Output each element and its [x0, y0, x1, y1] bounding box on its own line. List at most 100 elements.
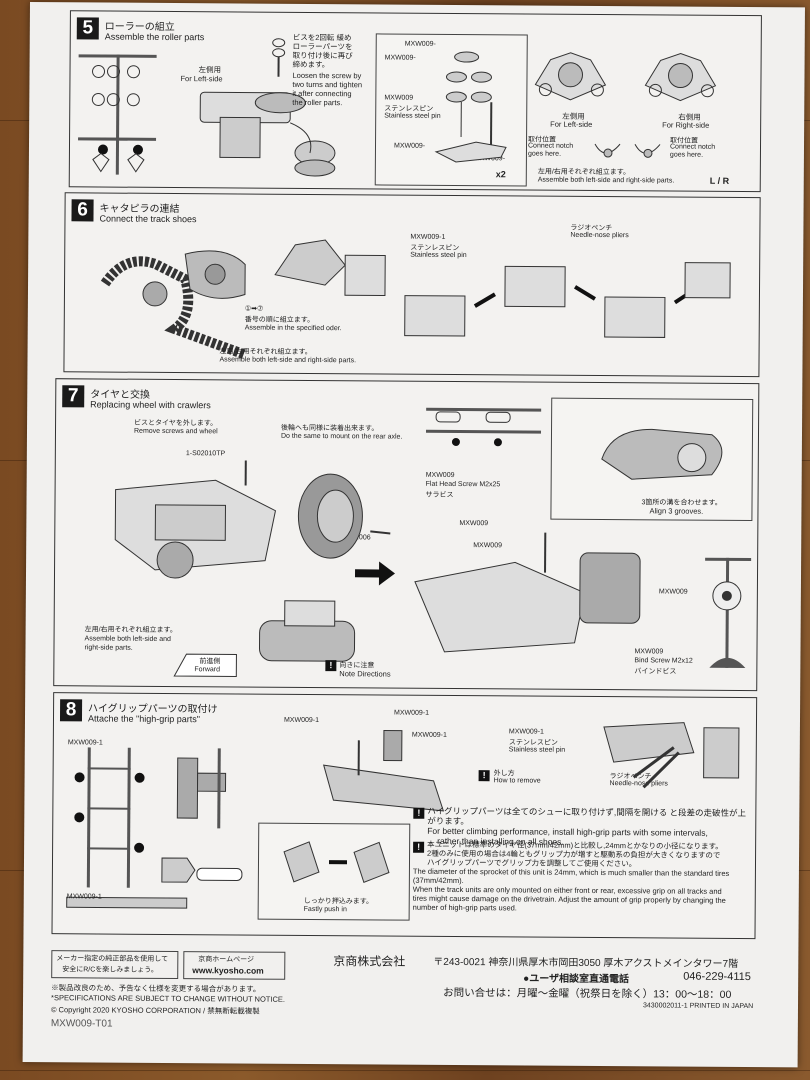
both-sides-en: Assemble both left-side and right-side p… — [537, 176, 675, 185]
part-ref: MXW009- — [404, 40, 436, 48]
screw-note-en-line: it after connecting — [292, 88, 352, 99]
screw-note-en-line: the roller parts. — [292, 97, 343, 108]
pliers-removal-illustration — [603, 722, 740, 789]
flat-screw-jp: サラビス — [425, 491, 454, 499]
track-loop-illustration — [100, 250, 247, 360]
bind-screw-en: Bind Screw M2x12 — [634, 657, 693, 665]
notch-en: Connect notch — [527, 142, 574, 150]
step-title-en: Connect the track shoes — [99, 213, 197, 225]
push-jp: しっかり押込みます。 — [303, 897, 374, 906]
step-number: 6 — [71, 199, 94, 222]
roller-stack-illustration — [434, 51, 507, 163]
right-label-en: For Right-side — [662, 120, 710, 130]
forward-en: Forward — [194, 666, 221, 674]
high-grip-sprue-illustration — [66, 747, 243, 909]
left-label-en: For Left-side — [550, 119, 593, 129]
support-hours: お問い合せは：月曜～金曜（祝祭日を除く）13：00～18：00 — [443, 986, 732, 1001]
both-sides-en: Assemble both left-side and — [84, 635, 171, 643]
both-sides-en: right-side parts. — [84, 644, 133, 652]
homepage-url[interactable]: www.kyosho.com — [192, 965, 264, 976]
parts-sprue-illustration — [426, 407, 542, 447]
warning-icon: ! — [413, 807, 425, 819]
left-side-frame-illustration — [534, 52, 607, 101]
chassis-with-wheel-illustration — [114, 460, 391, 579]
bind-screw-jp: バインドビス — [634, 668, 677, 676]
pliers-en: Needle-nose pliers — [570, 231, 629, 240]
quantity-count: x2 — [495, 169, 506, 180]
hex-adapter-illustration — [705, 557, 752, 669]
flat-screw-part-ref: MXW009 — [425, 471, 455, 479]
screw-note-jp-line: ローラーパーツを — [292, 41, 353, 52]
notch-en: goes here. — [669, 151, 704, 159]
remove-en: How to remove — [493, 777, 541, 785]
both-sides-jp: 左用/右用それぞれ組立ます。 — [219, 348, 312, 356]
genuine-parts-line: メーカー指定の純正部品を使用して — [56, 955, 169, 963]
step-title-en: Assemble the roller parts — [104, 31, 205, 43]
arrow-icon — [354, 561, 396, 586]
right-side-frame-illustration — [644, 53, 717, 102]
roller-assembly-illustration — [199, 91, 336, 177]
order-en: Assemble in the specified oder. — [244, 324, 342, 333]
rear-axle-jp: 後輪へも同様に装着出来ます。 — [281, 424, 379, 433]
homepage-label: 京商ホームページ — [198, 956, 254, 964]
bind-screw-part-ref: MXW009 — [634, 648, 664, 656]
both-sides-en: Assemble both left-side and right-side p… — [219, 356, 357, 365]
direction-en: Note Directions — [339, 669, 391, 679]
part-ref: MXW009-1 — [394, 709, 430, 717]
document-code: MXW009-T01 — [50, 1018, 113, 1030]
part-ref: MXW009- — [384, 54, 416, 62]
screw-note-jp-line: 取り付け後に再び — [292, 50, 353, 61]
step-5-section: 5 ローラーの組立 Assemble the roller parts 左側用 … — [68, 10, 762, 193]
part-ref: MXW009-1 — [67, 739, 103, 747]
forward-arrow-icon — [173, 653, 237, 677]
support-line-label: ●ユーザ相談室直通電話 — [523, 973, 630, 986]
step-number: 5 — [76, 17, 99, 40]
note-jp: ハイグリップパーツは全てのシューに取り付けず,間隔を開ける と段差の走破性が上が… — [427, 805, 747, 827]
step-number: 7 — [62, 385, 85, 408]
rear-axle-en: Do the same to mount on the rear axle. — [280, 432, 403, 441]
both-sides-jp: 左用/右用それぞれ組立ます。 — [537, 168, 631, 177]
crawler-unit-illustration — [601, 428, 723, 480]
screw-note-jp-line: 締めます。 — [292, 59, 330, 70]
order-marker: ①➡⑦ — [244, 305, 264, 313]
part-ref: MXW009 — [658, 588, 688, 596]
roller-exploded-box: MXW009- MXW009- MXW009 ステンレスピン Stainless… — [374, 33, 528, 187]
homepage-box: 京商ホームページ www.kyosho.com — [183, 951, 286, 980]
warning-icon: ! — [325, 660, 337, 672]
warning-icon: ! — [478, 770, 490, 782]
part-ref: MXW009- — [393, 142, 426, 150]
pin-part-ref: MXW009-1 — [410, 233, 446, 241]
sprocket-assembly-illustration — [274, 239, 386, 296]
copyright: © Copyright 2020 KYOSHO CORPORATION / 禁無… — [50, 1005, 260, 1016]
push-en: Fastly push in — [303, 905, 347, 914]
spec-change-note-en: *SPECIFICATIONS ARE SUBJECT TO CHANGE WI… — [51, 993, 285, 1004]
screw-note-jp: ビスを2回転 緩め ローラーパーツを 取り付け後に再び 締めます。 — [293, 33, 353, 69]
track-connect-sequence-illustration — [404, 262, 731, 338]
printed-in: 3430002011-1 PRINTED IN JAPAN — [642, 1002, 754, 1011]
step-7-section: 7 タイヤと交換 Replacing wheel with crawlers ビ… — [53, 378, 760, 692]
pin-en: Stainless steel pin — [508, 746, 566, 754]
push-detail-box: しっかり押込みます。 Fastly push in — [257, 822, 411, 921]
both-sides-jp: 左用/右用それぞれ組立ます。 — [84, 626, 177, 635]
track-shoe-install-illustration — [322, 729, 445, 812]
crawler-mounted-illustration — [414, 532, 641, 653]
parts-sprue-illustration — [78, 54, 157, 175]
remove-jp: ビスとタイヤを外します。 — [134, 419, 218, 428]
instruction-sheet: 5 ローラーの組立 Assemble the roller parts 左側用 … — [22, 2, 805, 1068]
order-jp: 番号の順に組立ます。 — [244, 316, 315, 324]
screw-note-jp-line: ビスを2回転 緩め — [292, 32, 352, 43]
company-name: 京商株式会社 — [333, 954, 406, 969]
part-ref: MXW009-1 — [66, 893, 102, 901]
crawler-direction-illustration — [258, 600, 356, 662]
part-ref: MXW009 — [459, 520, 489, 528]
notch-en: Connect notch — [669, 143, 716, 151]
support-phone: 046-229-4115 — [683, 970, 751, 984]
screw-rotation-icon — [272, 38, 286, 77]
notch-en: goes here. — [527, 150, 562, 158]
lr-mark: L / R — [709, 175, 730, 186]
notch-detail-illustration — [594, 143, 661, 158]
step-title-en: Attache the "high-grip parts" — [87, 713, 200, 725]
crawler-detail-box: 3箇所の溝を合わせます。 Align 3 grooves. — [550, 397, 754, 522]
part-ref: MXW009-1 — [283, 716, 320, 725]
pin-en: Stainless steel pin — [384, 112, 441, 120]
